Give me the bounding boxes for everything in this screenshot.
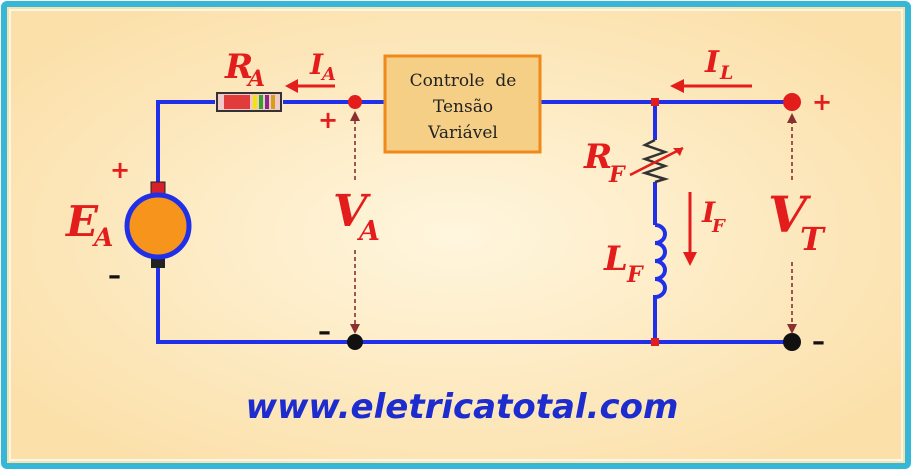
junction-top bbox=[651, 98, 659, 106]
ra-sub: A bbox=[246, 66, 265, 92]
node-vt-minus bbox=[783, 333, 801, 351]
lf-main: L bbox=[603, 239, 628, 279]
if-main: I bbox=[701, 196, 716, 229]
vt-minus-sign: – bbox=[812, 327, 825, 357]
controller-line1: Controle de bbox=[410, 71, 517, 91]
ea-sub: A bbox=[92, 223, 113, 252]
node-vt-plus bbox=[783, 93, 801, 111]
if-sub: F bbox=[711, 216, 726, 237]
current-arrows bbox=[285, 79, 752, 266]
junction-bottom bbox=[651, 338, 659, 346]
voltage-arrows bbox=[354, 115, 793, 330]
controller-line3: Variável bbox=[427, 123, 498, 143]
node-va-plus bbox=[348, 95, 362, 109]
il-main: I bbox=[704, 45, 720, 80]
lf-sub: F bbox=[626, 262, 644, 288]
rf-main: R bbox=[583, 137, 612, 177]
polarity-signs: + – + – + – bbox=[108, 88, 832, 357]
va-minus-sign: – bbox=[318, 317, 331, 347]
label-ea: E A bbox=[65, 197, 113, 252]
controller-line2: Tensão bbox=[433, 97, 493, 117]
il-sub: L bbox=[719, 62, 733, 84]
controller-box: Controle de Tensão Variável bbox=[383, 54, 542, 154]
ea-main: E bbox=[65, 197, 99, 246]
inductor-lf bbox=[653, 223, 667, 300]
voltage-arrowheads bbox=[350, 111, 797, 334]
ea-minus-sign: – bbox=[108, 261, 121, 291]
label-rf: R F bbox=[583, 137, 626, 188]
ia-main: I bbox=[309, 48, 324, 81]
left-top-wire bbox=[156, 100, 215, 193]
vt-main: V bbox=[768, 185, 812, 244]
label-ia: I A bbox=[309, 48, 336, 85]
vt-sub: T bbox=[800, 220, 826, 258]
website-url: www.eletricatotal.com bbox=[246, 387, 679, 427]
label-vt: V T bbox=[768, 185, 826, 258]
rf-sub: F bbox=[608, 162, 626, 188]
inner-border bbox=[9, 9, 903, 461]
node-va-minus bbox=[347, 334, 363, 350]
left-bottom-wire bbox=[156, 262, 792, 344]
resistor-ra bbox=[216, 92, 282, 112]
label-ra: R A bbox=[224, 47, 265, 92]
va-main: V bbox=[333, 186, 371, 237]
label-il: I L bbox=[704, 45, 733, 84]
vt-plus-sign: + bbox=[812, 88, 832, 116]
motor-ea bbox=[124, 181, 192, 268]
ia-sub: A bbox=[320, 64, 336, 85]
label-if: I F bbox=[701, 196, 726, 237]
label-lf: L F bbox=[603, 239, 644, 288]
resistor-rf bbox=[629, 138, 684, 184]
ra-main: R bbox=[224, 47, 253, 87]
label-va: V A bbox=[333, 186, 380, 247]
wires bbox=[156, 100, 792, 344]
ea-plus-sign: + bbox=[110, 156, 130, 184]
va-plus-sign: + bbox=[318, 106, 338, 134]
nodes bbox=[347, 93, 801, 351]
va-sub: A bbox=[356, 216, 380, 247]
